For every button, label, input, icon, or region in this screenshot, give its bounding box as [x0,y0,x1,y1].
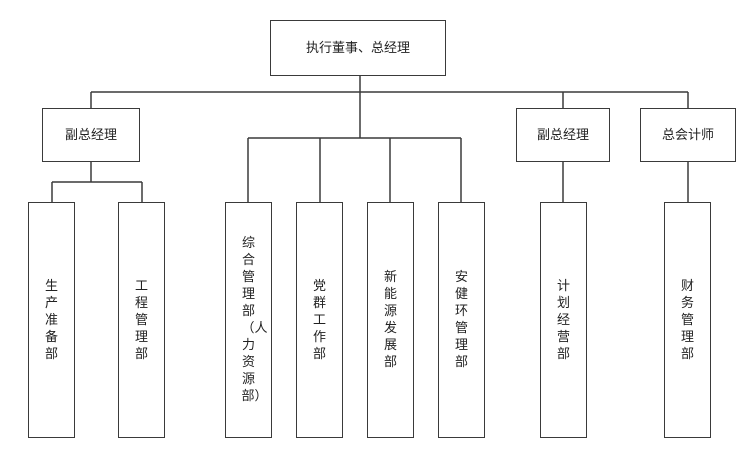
department-box-8: 财务管理部 [664,202,711,438]
manager-box-1: 副总经理 [42,108,140,162]
department-box-6: 安健环管理部 [438,202,485,438]
manager-box-3: 总会计师 [640,108,736,162]
manager-label-3: 总会计师 [661,127,714,143]
top-executive-label: 执行董事、总经理 [305,40,410,56]
department-label-5: 新能源发展部 [383,270,397,370]
top-executive-box: 执行董事、总经理 [270,20,446,76]
department-box-5: 新能源发展部 [367,202,414,438]
department-label-1: 生产准备部 [44,278,58,362]
department-label-2: 工程管理部 [134,278,148,362]
manager-box-2: 副总经理 [516,108,610,162]
manager-label-1: 副总经理 [64,127,117,143]
department-label-6: 安健环管理部 [454,270,468,370]
department-box-4: 党群工作部 [296,202,343,438]
department-label-7: 计划经营部 [556,278,570,362]
department-box-2: 工程管理部 [118,202,165,438]
department-box-3: 综合管理部（人力资源部） [225,202,272,438]
department-box-1: 生产准备部 [28,202,75,438]
department-label-8: 财务管理部 [680,278,694,362]
department-label-4: 党群工作部 [312,278,326,362]
department-box-7: 计划经营部 [540,202,587,438]
manager-label-2: 副总经理 [536,127,589,143]
department-label-3: 综合管理部（人力资源部） [241,236,268,404]
